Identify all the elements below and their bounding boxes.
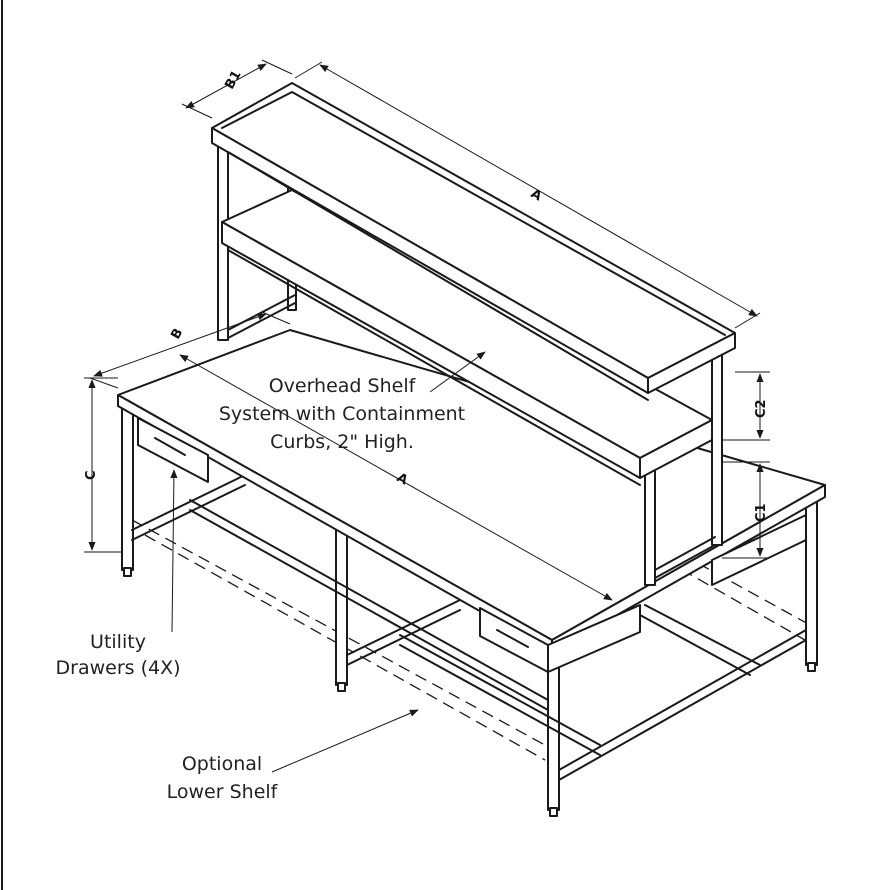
callout-lower-shelf-line2: Lower Shelf [167, 781, 279, 803]
dim-label-c: C [84, 470, 99, 480]
leg-back-right [805, 494, 818, 666]
dim-label-c1: C1 [754, 503, 769, 522]
callout-overhead-line3: Curbs, 2" High. [270, 431, 414, 453]
foot-front-right [549, 807, 558, 817]
dim-label-b: B [168, 326, 186, 342]
callout-lower-shelf-line1: Optional [182, 753, 262, 775]
arrow-lower-shelf [271, 709, 419, 773]
arrow-drawers [170, 469, 178, 633]
foot-back-right [807, 662, 816, 672]
dim-label-c2: C2 [754, 399, 769, 418]
leg-front-left [121, 404, 134, 571]
callout-overhead-shelf: Overhead Shelf System with Containment C… [219, 351, 486, 453]
dim-label-b1: B1 [222, 68, 244, 92]
dimension-lines: B1 A B A C C2 C1 [84, 59, 770, 601]
post-rear-right [711, 329, 723, 546]
callout-drawers-line1: Utility [90, 631, 146, 653]
arrow-overhead [429, 351, 486, 393]
foot-front-left [123, 567, 132, 577]
callout-drawers-line2: Drawers (4X) [56, 657, 181, 679]
callout-utility-drawers: Utility Drawers (4X) [56, 469, 181, 679]
leg-front-middle [335, 524, 348, 686]
dim-label-a-top: A [528, 186, 544, 204]
callout-overhead-line2: System with Containment [219, 403, 465, 425]
foot-front-middle [337, 682, 346, 692]
callout-lower-shelf: Optional Lower Shelf [167, 709, 419, 803]
callout-overhead-line1: Overhead Shelf [269, 375, 417, 397]
